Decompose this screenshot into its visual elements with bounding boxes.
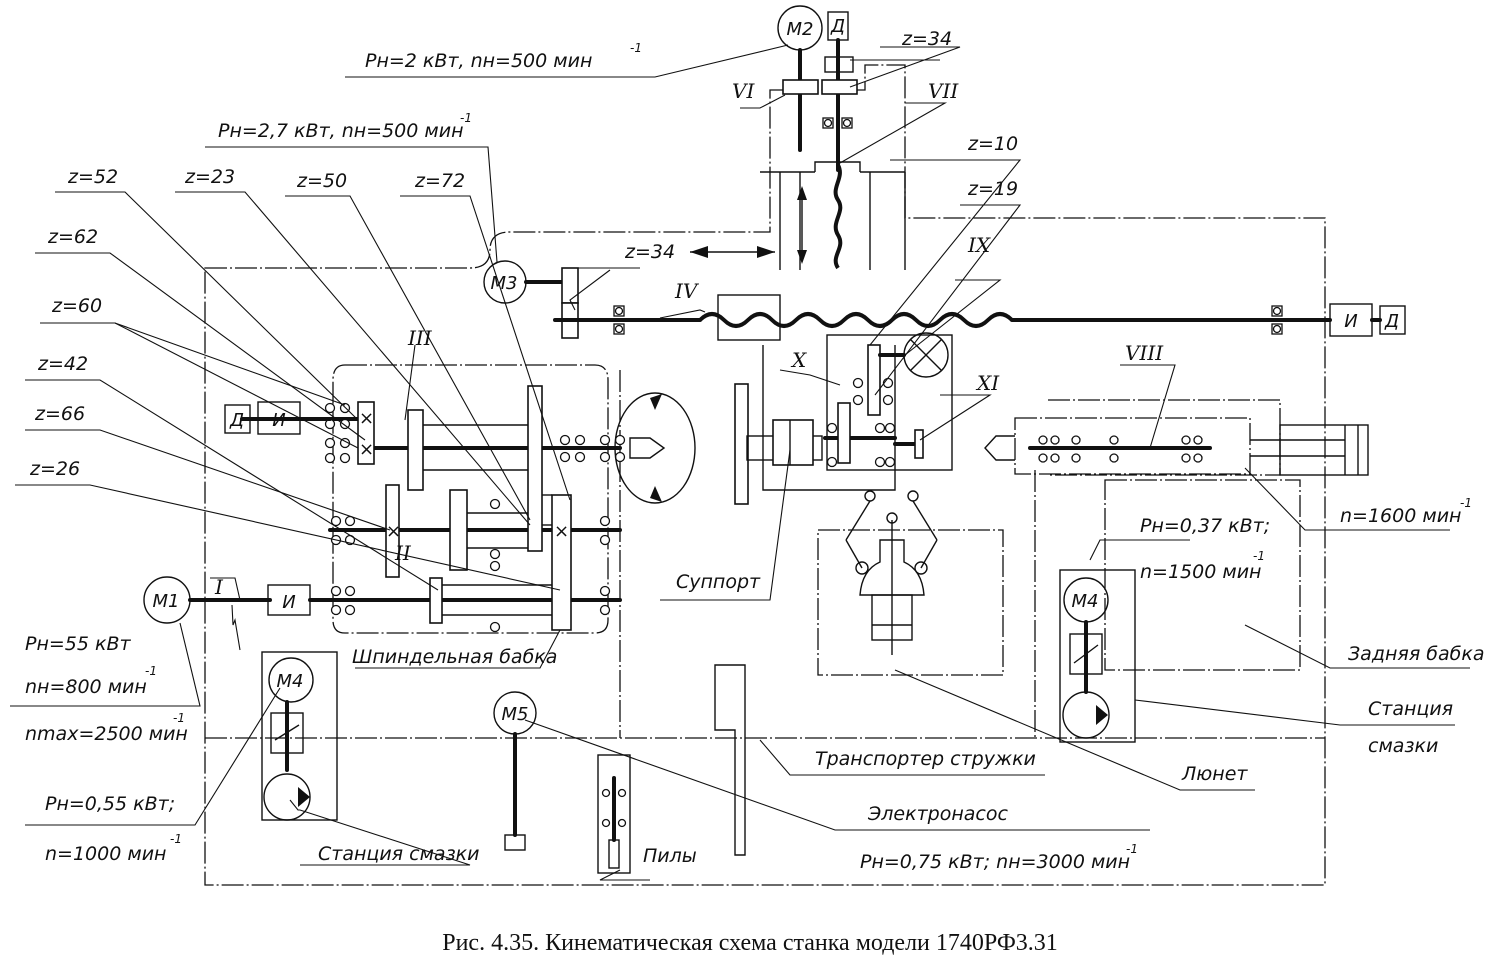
spec-m4-right-speed: n=1500 мин [1140,561,1261,583]
gear-label-z23: z=23 [184,166,235,188]
machine-frame [204,64,1326,886]
gear-label-z34-top: z=34 [901,28,952,50]
spec-m1-power: Pн=55 кВт [25,633,132,655]
sensor-symbol-right: Д [1384,311,1399,332]
motor-m1-label: M1 [153,591,180,612]
gear-label-z34-mid: z=34 [624,241,675,263]
spec-m2-exp: -1 [630,41,642,55]
gear-label-z26: z=26 [29,458,80,480]
spec-m3: Pн=2,7 кВт, nн=500 мин [218,120,464,142]
spec-m4-left-speed-exp: -1 [170,832,182,846]
gear-label-z19: z=19 [967,178,1018,200]
motor-m4-left-label: M4 [277,671,304,692]
motor-specs: Pн=2 кВт, nн=500 мин -1 Pн=2,7 кВт, nн=5… [25,41,1472,873]
spec-m5-exp: -1 [1126,842,1138,856]
spec-tailstock-speed-exp: -1 [1460,496,1472,510]
spec-m1-max-exp: -1 [173,711,185,725]
leader-lines [10,44,1470,881]
svg-text:×: × [386,521,401,542]
gear-label-z42: z=42 [37,353,88,375]
gear-labels: z=52 z=23 z=50 z=72 z=62 z=60 z=42 z=66 … [29,28,1018,480]
shaft-label-I: I [214,575,224,599]
motor-m5-label: M5 [502,704,529,725]
gear-label-z66: z=66 [34,403,85,425]
shaft-label-VI: VI [732,79,755,103]
svg-text:×: × [554,521,569,542]
unit-lube-right-line2: смазки [1368,735,1438,757]
carriage [734,332,953,505]
motor-m2-label: M2 [787,19,814,40]
motor-m4-right-label: M4 [1072,591,1099,612]
spec-m5: Pн=0,75 кВт; nн=3000 мин [860,851,1130,873]
unit-tailstock: Задняя бабка [1348,643,1484,665]
motor-m3-label: M3 [491,273,518,294]
spindle-sensor-assembly: Д И [224,401,332,435]
saws [597,754,631,874]
gear-label-z62: z=62 [47,226,98,248]
motor-m3-assembly: M3 И Д [483,246,1406,341]
unit-lube-left: Станция смазки [318,843,480,865]
spec-m1-max: nmax=2500 мин [25,723,188,745]
gear-label-z50: z=50 [296,170,347,192]
unit-spindle-head: Шпиндельная бабка [352,646,557,668]
svg-text:×: × [359,439,374,460]
sensor-symbol-left: Д [229,410,244,431]
spec-m2: Pн=2 кВт, nн=500 мин [365,50,592,72]
lube-station-right: M4 [1034,470,1136,743]
coupling-symbol-left: И [272,410,285,431]
spec-m4-right-speed-exp: -1 [1253,549,1265,563]
spec-m4-right-power: Pн=0,37 кВт; [1140,515,1270,537]
figure-caption: Рис. 4.35. Кинематическая схема станка м… [442,930,1058,956]
shaft-label-VII: VII [928,79,959,103]
spindle-head: × × × × [188,364,696,634]
shaft-label-VIII: VIII [1125,341,1164,365]
sensor-symbol-top: Д [830,16,845,37]
gear-label-z52: z=52 [67,166,118,188]
shaft-label-III: III [407,326,433,350]
shaft-label-II: II [394,541,412,565]
spec-m3-exp: -1 [460,111,472,125]
shaft-label-IX: IX [967,233,991,257]
electropump-m5: M5 [493,691,537,851]
spec-m1-nominal-exp: -1 [145,664,157,678]
gear-label-z72: z=72 [414,170,465,192]
unit-steady-rest: Люнет [1181,763,1248,785]
unit-labels: Шпиндельная бабка Суппорт Задняя бабка С… [318,571,1484,867]
unit-carriage: Суппорт [676,571,761,593]
spec-m4-left-speed: n=1000 мин [45,843,166,865]
svg-text:×: × [359,408,374,429]
unit-lube-right-line1: Станция [1368,698,1453,720]
chip-conveyor [714,664,746,856]
lube-station-left: M4 [261,651,338,821]
shaft-label-IV: IV [674,279,700,303]
motor-m2-assembly: M2 Д [760,5,906,270]
steady-rest [817,490,1004,676]
shaft-label-XI: XI [975,371,1000,395]
unit-electropump: Электронасос [867,803,1008,825]
spec-m1-nominal: nн=800 мин [25,676,147,698]
spec-m4-left-power: Pн=0,55 кВт; [45,793,175,815]
gear-label-z60: z=60 [51,295,102,317]
shaft-labels: I II III IV VI VII VIII IX X XI [214,79,1164,599]
shaft-label-X: X [790,348,807,372]
unit-chip-conveyor: Транспортер стружки [815,748,1036,770]
spec-tailstock-speed: n=1600 мин [1340,505,1461,527]
coupling-symbol-m1: И [282,592,295,613]
gear-label-z10: z=10 [967,133,1018,155]
unit-saws: Пилы [643,845,697,867]
motor-m1-assembly: M1 И [143,576,311,624]
coupling-symbol-right: И [1344,311,1357,332]
